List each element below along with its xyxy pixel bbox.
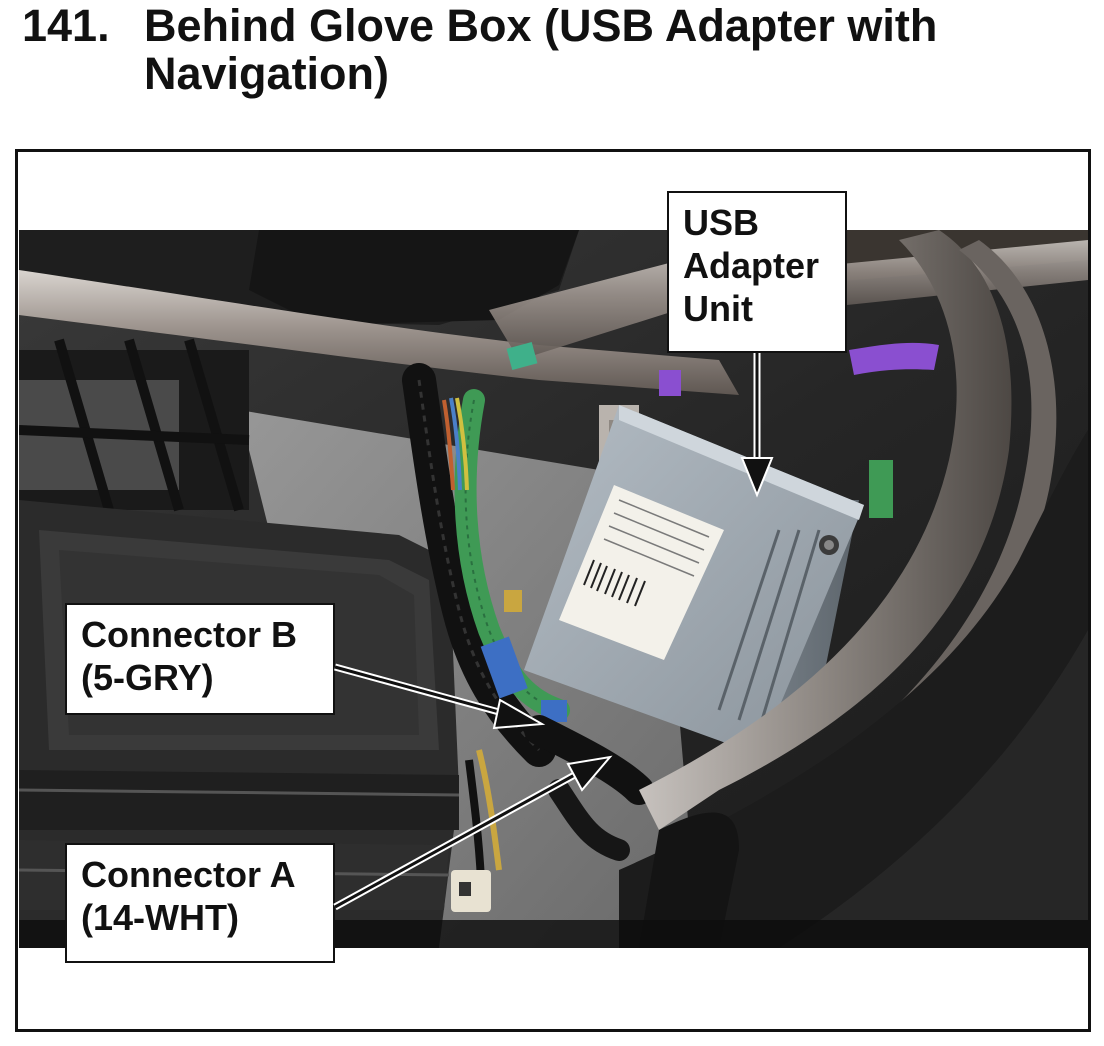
- callout-usb-line-2: Adapter: [683, 245, 820, 286]
- callout-connector-b-line-1: Connector B: [81, 614, 297, 655]
- title-line-2: Navigation): [144, 48, 390, 99]
- step-number: 141.: [22, 0, 110, 51]
- title-line-1: Behind Glove Box (USB Adapter with: [144, 0, 938, 51]
- callout-usb-line-3: Unit: [683, 288, 753, 329]
- callout-connector-a: Connector A (14-WHT): [65, 843, 335, 963]
- callout-connector-a-line-1: Connector A: [81, 854, 296, 895]
- glove-box-photo: [19, 230, 1088, 948]
- callout-usb-line-1: USB: [683, 202, 760, 243]
- callout-connector-b: Connector B (5-GRY): [65, 603, 335, 715]
- page-title: 141. Behind Glove Box (USB Adapter with N…: [22, 2, 1082, 98]
- callout-usb-adapter-unit: USB Adapter Unit: [667, 191, 847, 353]
- callout-connector-b-line-2: (5-GRY): [81, 657, 214, 698]
- callout-connector-a-line-2: (14-WHT): [81, 897, 239, 938]
